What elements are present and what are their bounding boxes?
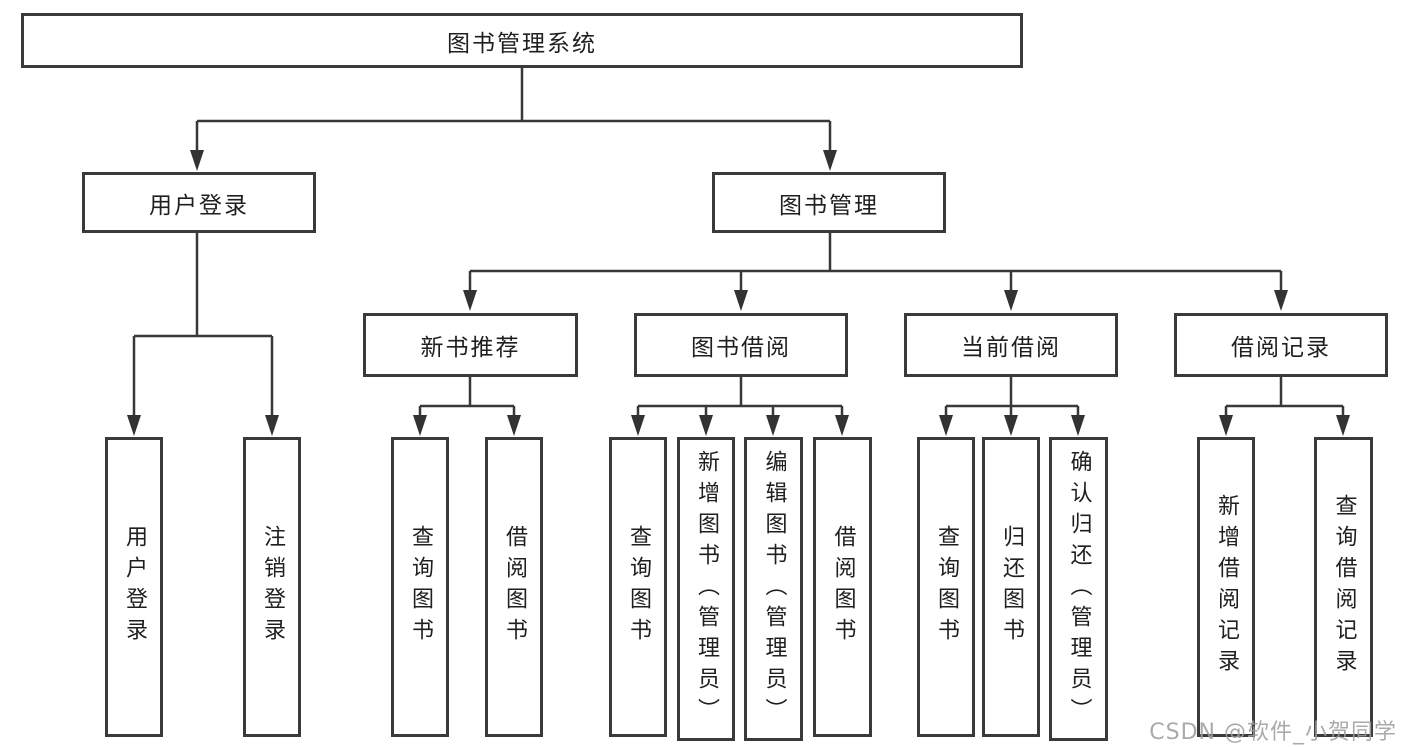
leaf-edit-books-admin: 编辑图书（管理员） [744,437,803,741]
leaf-recommend-query-books: 查询图书 [391,437,449,737]
leaf-return-books: 归还图书 [982,437,1040,737]
node-label: 图书管理 [779,192,879,219]
node-root-system: 图书管理系统 [21,13,1023,68]
leaf-add-borrow-record: 新增借阅记录 [1197,437,1255,737]
csdn-watermark: CSDN @软件_小贺同学 [1149,720,1397,745]
node-borrowing-records: 借阅记录 [1174,313,1388,377]
leaf-current-query-books: 查询图书 [917,437,975,737]
leaf-add-books-admin: 新增图书（管理员） [677,437,735,741]
leaf-logout: 注销登录 [243,437,301,737]
leaf-confirm-return-admin: 确认归还（管理员） [1049,437,1108,741]
leaf-label: 借阅图书 [502,525,527,649]
leaf-query-borrow-record: 查询借阅记录 [1314,437,1373,737]
node-label: 用户登录 [149,192,249,219]
leaf-label: 编辑图书（管理员） [761,449,787,729]
node-root-label: 图书管理系统 [447,30,597,57]
node-label: 图书借阅 [691,335,791,361]
node-label: 当前借阅 [961,335,1061,361]
leaf-label: 注销登录 [260,525,285,649]
node-book-management: 图书管理 [712,172,946,233]
leaf-label: 查询图书 [934,525,959,649]
leaf-borrow-books: 借阅图书 [813,437,872,737]
leaf-label: 归还图书 [999,525,1024,649]
leaf-user-login: 用户登录 [105,437,163,737]
node-user-login: 用户登录 [82,172,316,233]
leaf-label: 查询借阅记录 [1331,494,1357,680]
node-current-borrowing: 当前借阅 [904,313,1118,377]
leaf-label: 确认归还（管理员） [1066,449,1092,729]
leaf-label: 借阅图书 [830,525,856,649]
leaf-borrowing-query-books: 查询图书 [609,437,667,737]
leaf-recommend-borrow-books: 借阅图书 [485,437,543,737]
node-new-book-recommend: 新书推荐 [363,313,578,377]
leaf-label: 新增借阅记录 [1214,494,1239,680]
leaf-label: 新增图书（管理员） [694,449,719,729]
node-label: 新书推荐 [420,335,521,361]
leaf-label: 查询图书 [408,525,433,649]
node-book-borrowing: 图书借阅 [634,313,848,377]
node-label: 借阅记录 [1231,335,1331,361]
leaf-label: 用户登录 [122,525,147,649]
leaf-label: 查询图书 [626,525,651,649]
